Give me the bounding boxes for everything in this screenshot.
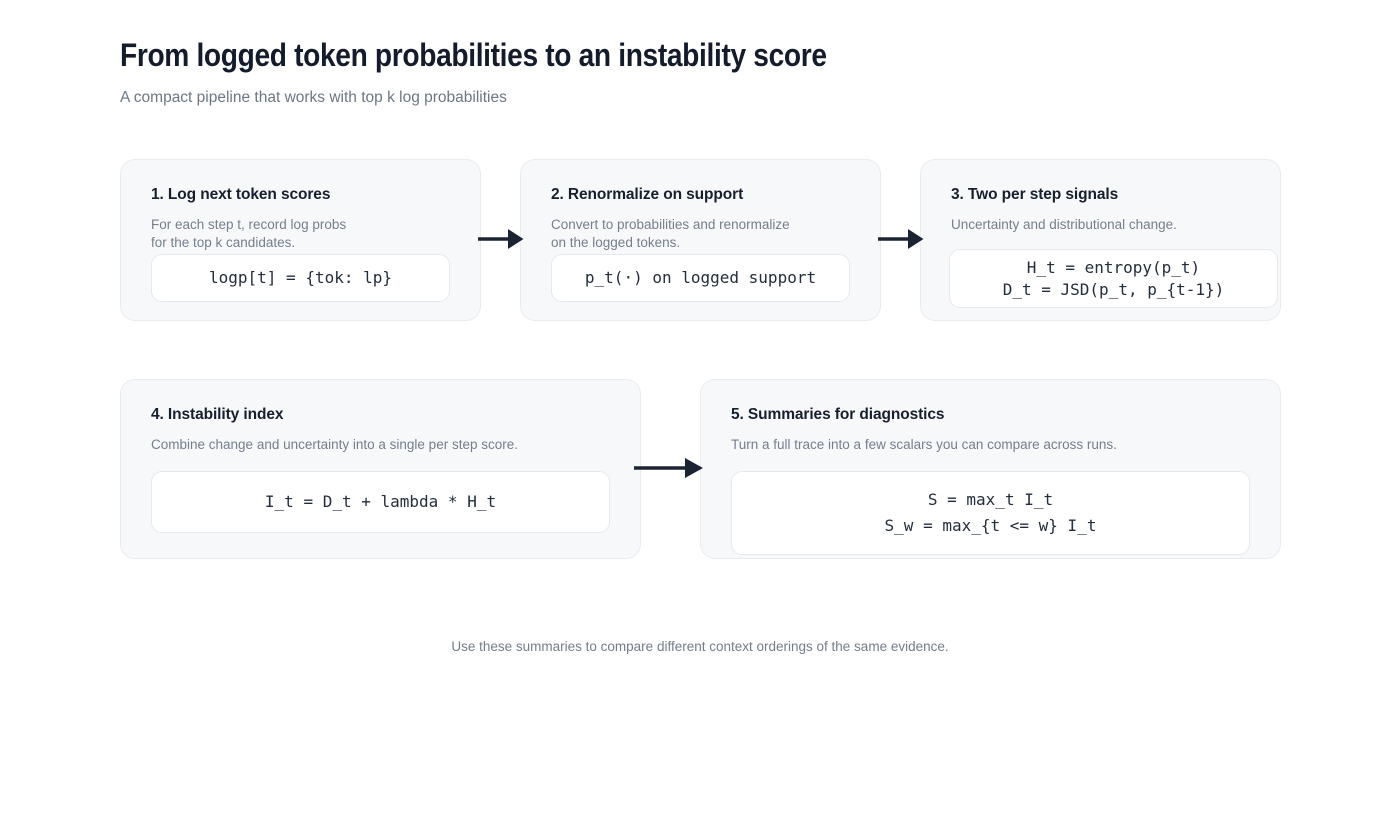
step-3-title: 3. Two per step signals xyxy=(951,186,1119,203)
step-card-4: 4. Instability index Combine change and … xyxy=(120,379,641,559)
page-title: From logged token probabilities to an in… xyxy=(120,37,827,73)
arrow-right-icon xyxy=(478,229,524,249)
step-1-title: 1. Log next token scores xyxy=(151,186,331,203)
step-1-code: logp[t] = {tok: lp} xyxy=(151,254,450,302)
step-2-title: 2. Renormalize on support xyxy=(551,186,744,203)
step-5-description: Turn a full trace into a few scalars you… xyxy=(731,437,1117,452)
step-1-description: For each step t, record log probs for th… xyxy=(151,217,347,250)
step-3-code: H_t = entropy(p_t) D_t = JSD(p_t, p_{t-1… xyxy=(949,249,1278,308)
step-3-description: Uncertainty and distributional change. xyxy=(951,217,1177,232)
page-subtitle: A compact pipeline that works with top k… xyxy=(120,89,507,106)
step-card-5: 5. Summaries for diagnostics Turn a full… xyxy=(700,379,1281,559)
arrow-right-icon xyxy=(634,458,703,478)
step-4-title: 4. Instability index xyxy=(151,406,284,423)
step-4-description: Combine change and uncertainty into a si… xyxy=(151,437,518,452)
step-5-title: 5. Summaries for diagnostics xyxy=(731,406,945,423)
step-card-3: 3. Two per step signals Uncertainty and … xyxy=(920,159,1281,321)
footer-note: Use these summaries to compare different… xyxy=(451,639,949,654)
step-5-code: S = max_t I_t S_w = max_{t <= w} I_t xyxy=(731,471,1250,555)
step-card-1: 1. Log next token scores For each step t… xyxy=(120,159,481,321)
step-2-code: p_t(·) on logged support xyxy=(551,254,850,302)
arrow-right-icon xyxy=(878,229,924,249)
step-2-description: Convert to probabilities and renormalize… xyxy=(551,217,790,250)
step-card-2: 2. Renormalize on support Convert to pro… xyxy=(520,159,881,321)
step-4-code: I_t = D_t + lambda * H_t xyxy=(151,471,610,533)
